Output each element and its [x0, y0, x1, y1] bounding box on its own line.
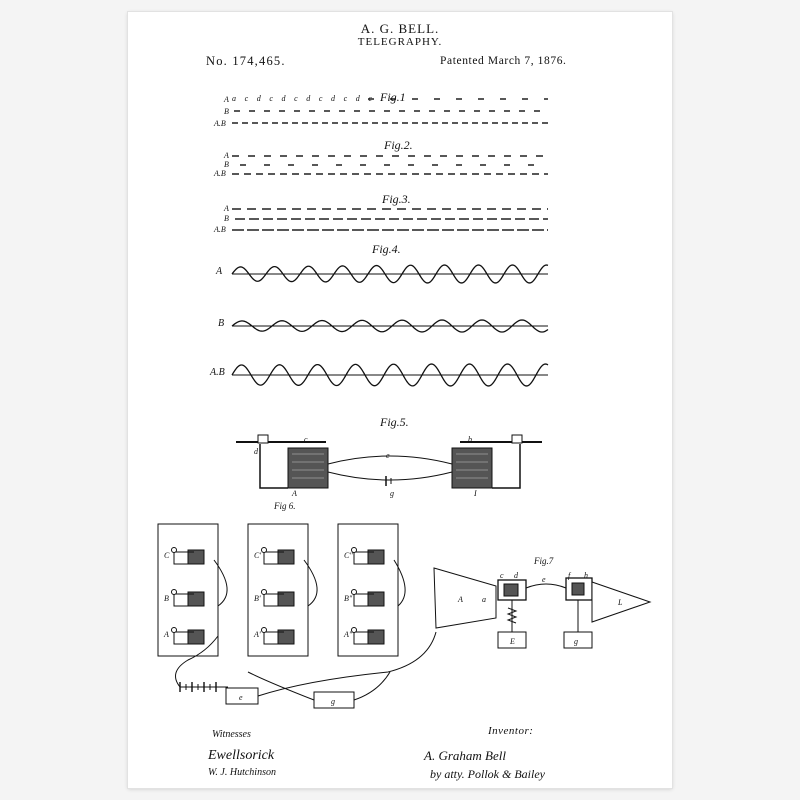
fig6-coil [277, 549, 295, 565]
fig5-label-g: g [390, 489, 394, 498]
fig6-terminal [261, 547, 267, 553]
fig7-label-c: c [500, 571, 504, 580]
witness-signature-2: W. J. Hutchinson [208, 767, 276, 778]
fig6-label-A: A [163, 630, 169, 639]
fig6-label-C3: C" [344, 551, 353, 560]
patent-title: A. G. BELL. [360, 21, 440, 36]
fig6-label-B2: B' [254, 594, 261, 603]
fig6-label-C: C [164, 551, 170, 560]
fig6-label-B: B [164, 594, 169, 603]
fig5-label-d: d [254, 447, 259, 456]
fig6-coil [187, 629, 205, 645]
fig4-wave-a [231, 264, 549, 284]
fig6-bracket [173, 593, 194, 607]
fig7-label-d: d [514, 571, 519, 580]
fig6-label-C2: C' [254, 551, 261, 560]
fig4-wave-ab [231, 363, 549, 387]
fig5-label-I: I [473, 489, 477, 498]
fig6-bracket [173, 631, 194, 645]
fig6-coil [367, 591, 385, 607]
patent-number: No. 174,465. [206, 54, 286, 68]
fig6-coil [277, 591, 295, 607]
attorney-signature: by atty. Pollok & Bailey [430, 767, 545, 781]
fig7-label-g: g [574, 637, 578, 646]
fig4-wave-a-label: A [215, 266, 223, 277]
witnesses-label: Witnesses [212, 729, 251, 740]
fig5-label-e: e [386, 451, 390, 460]
fig6-coil [367, 629, 385, 645]
fig2-label: Fig.2. [383, 138, 413, 152]
fig6-bracket [263, 631, 284, 645]
fig3-label: Fig.3. [381, 192, 411, 206]
fig6-bracket [263, 551, 284, 565]
fig7-label: Fig.7 [533, 556, 554, 566]
fig7-label-e: e [542, 575, 546, 584]
fig6-wires [175, 559, 437, 701]
patent-date: Patented March 7, 1876. [440, 55, 567, 67]
fig6-terminal [261, 627, 267, 633]
fig7-label-f: f [568, 571, 572, 580]
fig6-label-g: g [331, 697, 335, 706]
fig6-label-B3: B" [344, 594, 353, 603]
fig6-terminal [261, 589, 267, 595]
fig6-terminal [171, 547, 177, 553]
witness-signature-1: Ewellsorick [208, 748, 275, 763]
fig5-label-c-left: c [304, 435, 308, 444]
fig7-label-h: h [584, 571, 588, 580]
fig6-coil [187, 549, 205, 565]
fig6-bracket [353, 631, 374, 645]
fig6-bracket [353, 551, 374, 565]
fig7-label-E: E [509, 637, 515, 646]
fig1-row-ab-label: A.B [213, 119, 226, 128]
fig6-coil [367, 549, 385, 565]
fig6-coil [187, 591, 205, 607]
inventor-signature: A. Graham Bell [424, 748, 506, 763]
fig5-label-b-right: b [468, 435, 472, 444]
fig6-label-e: e [239, 693, 243, 702]
fig3-row-ab-label: A.B [213, 225, 226, 234]
fig7-label-L: L [617, 598, 623, 607]
patent-subtitle: TELEGRAPHY. [357, 36, 443, 48]
fig1-dash-rows [232, 98, 548, 124]
fig3-row-b-label: B [224, 214, 229, 223]
fig6-label-A3: A" [343, 630, 353, 639]
fig6-terminal [171, 589, 177, 595]
fig6-battery [179, 682, 228, 692]
fig5-label: Fig.5. [379, 415, 409, 429]
fig2-row-ab-label: A.B [213, 169, 226, 178]
fig6-terminal [351, 547, 357, 553]
fig2-row-a-label: A [223, 151, 229, 160]
fig1-letters: a c d c d c d c d c d c [232, 94, 375, 103]
patent-drawing: Fig.1 A B A.B a c d c d c d c d c d c Fi… [157, 90, 652, 709]
fig7-label-A: A [457, 595, 463, 604]
fig1-label: Fig.1 [379, 90, 406, 104]
fig6-label-A2: A' [253, 630, 261, 639]
fig6-bracket [263, 593, 284, 607]
fig6-terminal [351, 589, 357, 595]
fig1-row-b-label: B [224, 107, 229, 116]
fig4-wave-ab-label: A.B [209, 367, 225, 378]
fig6-label: Fig 6. [273, 501, 296, 511]
fig4-label: Fig.4. [371, 242, 401, 256]
fig1-row-a-label: A [223, 95, 229, 104]
fig3-row-a-label: A [223, 204, 229, 213]
fig3-dash-rows [232, 208, 548, 231]
fig6-terminal [351, 627, 357, 633]
fig4-wave-b [231, 319, 549, 333]
fig7-label-a: a [482, 595, 486, 604]
fig7-apparatus [433, 567, 652, 649]
fig4-wave-b-label: B [218, 318, 224, 329]
fig6-coil [277, 629, 295, 645]
fig5-label-A: A [291, 489, 297, 498]
fig6-panels [157, 523, 399, 657]
inventor-label: Inventor: [488, 725, 534, 737]
patent-sheet: A. G. BELL. TELEGRAPHY. No. 174,465. Pat… [128, 12, 672, 788]
fig6-bracket [173, 551, 194, 565]
fig2-dash-rows [232, 155, 548, 175]
fig5-apparatus [236, 434, 542, 489]
fig6-terminal [171, 627, 177, 633]
fig2-row-b-label: B [224, 160, 229, 169]
fig6-bracket [353, 593, 374, 607]
